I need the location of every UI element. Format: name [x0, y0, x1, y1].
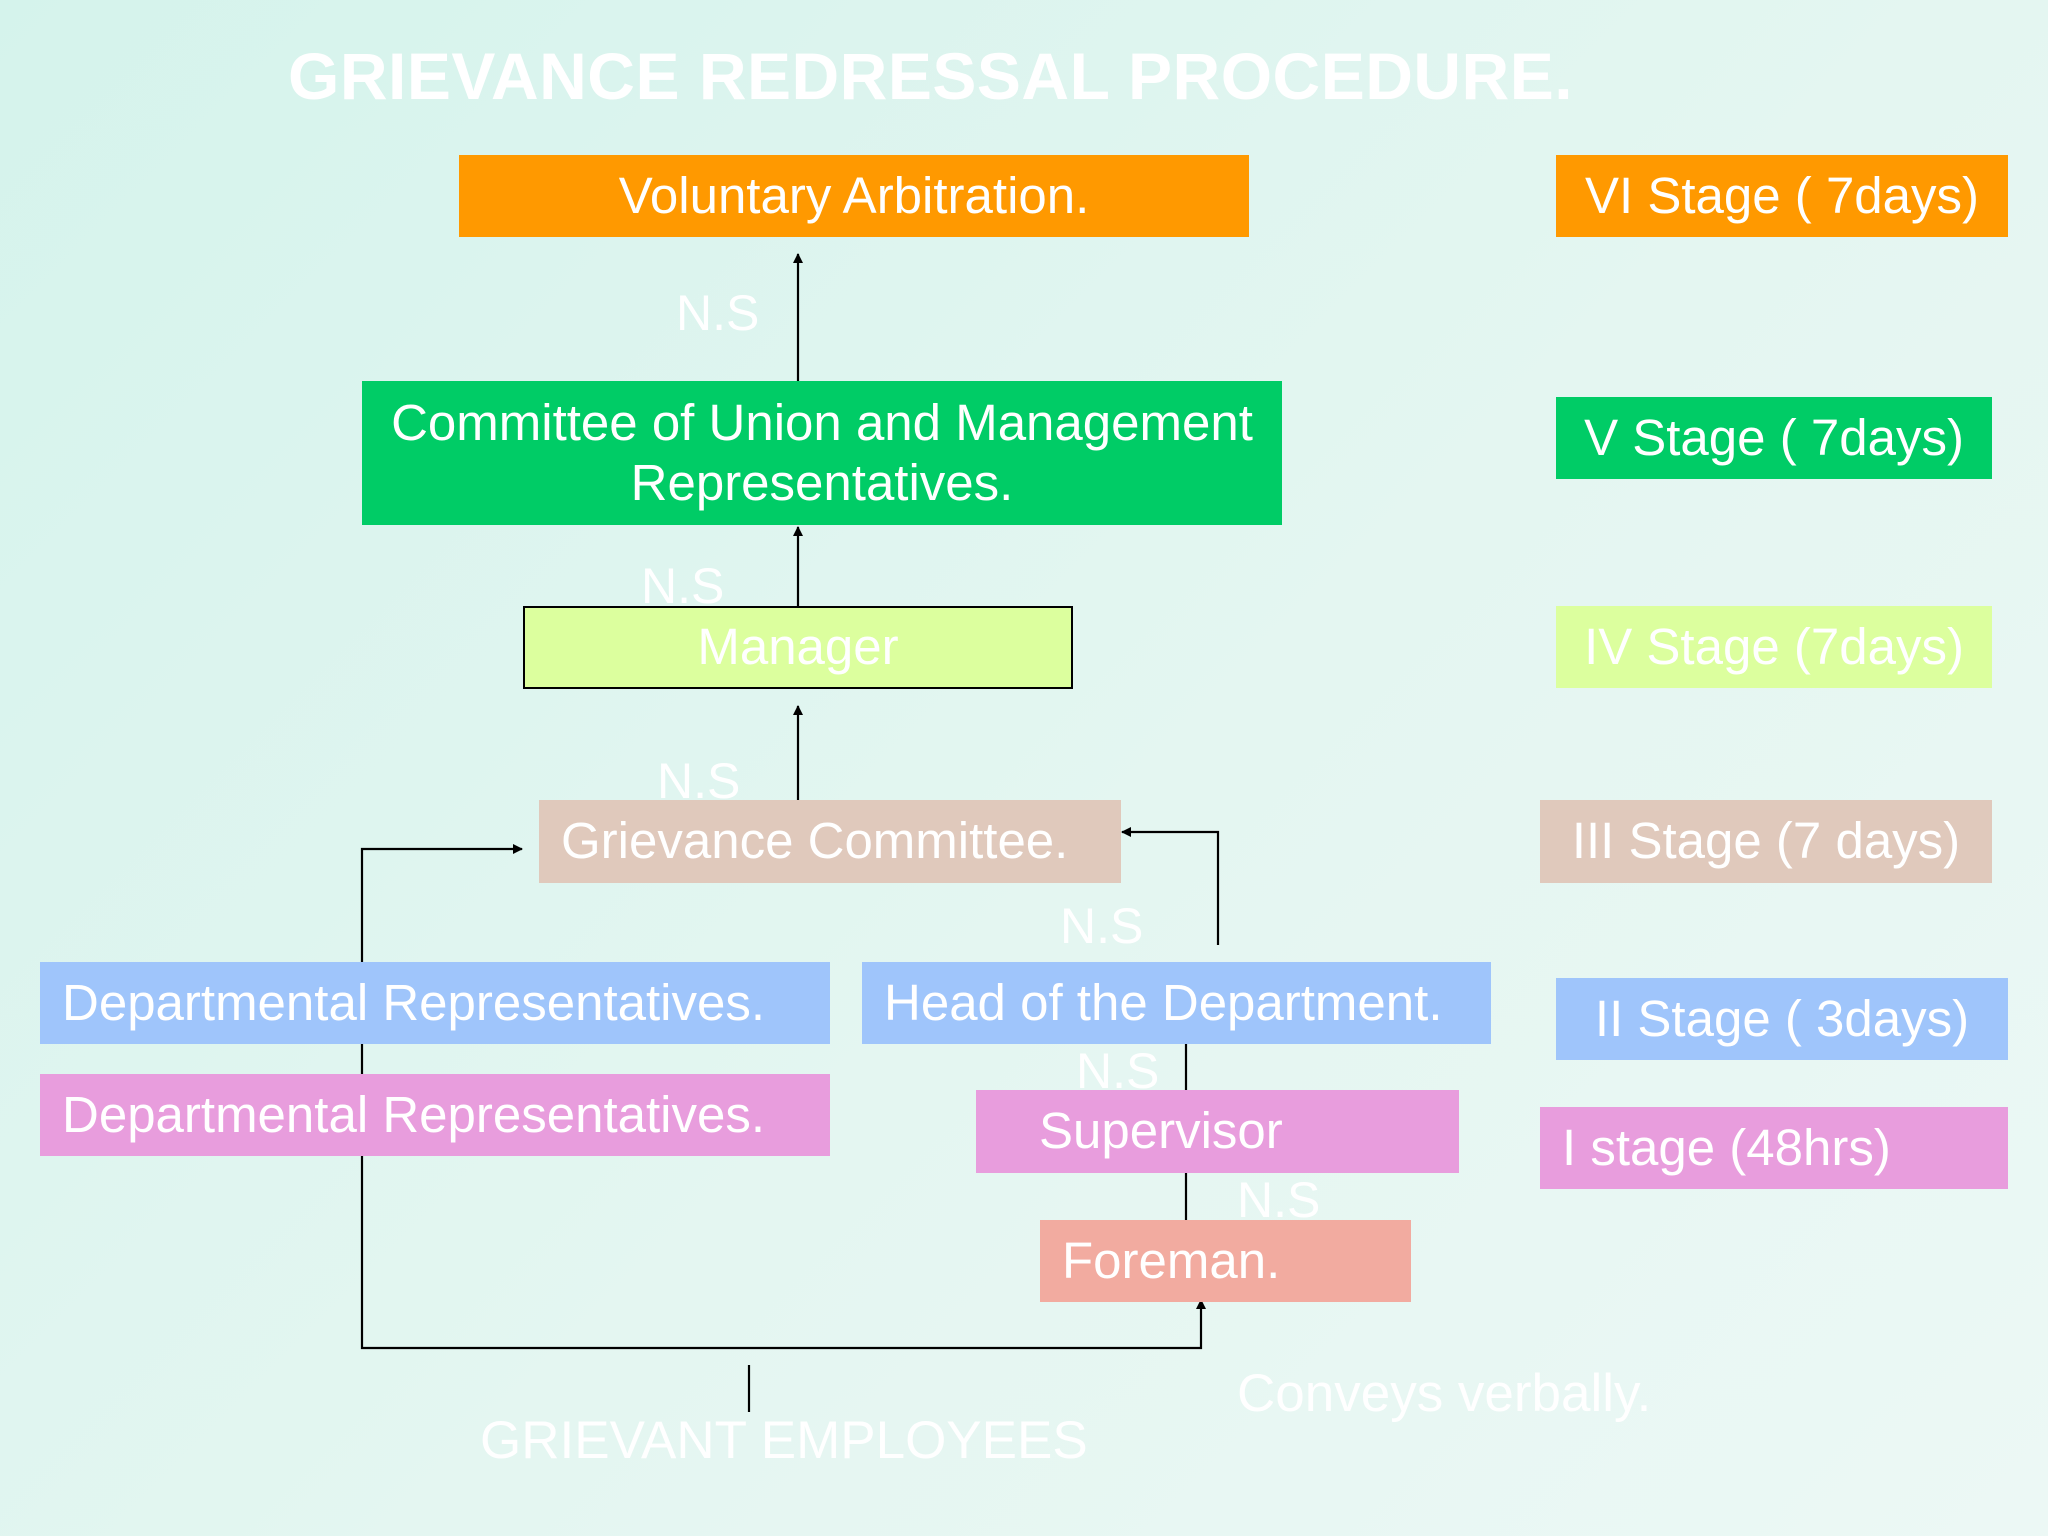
supervisor-box: Supervisor — [976, 1090, 1459, 1173]
stage-ii-label: II Stage ( 3days) — [1594, 989, 1970, 1047]
ns-label-foreman: N.S — [1237, 1172, 1321, 1228]
voluntary-arbitration-box: Voluntary Arbitration. — [459, 155, 1249, 237]
foreman-box: Foreman. — [1040, 1220, 1411, 1302]
stage-iv-label: IV Stage (7days) — [1584, 617, 1964, 675]
diagram-title: GRIEVANCE REDRESSAL PROCEDURE. — [288, 39, 1574, 113]
stage-iv-box: IV Stage (7days) — [1556, 606, 1992, 688]
grievance-committee-label: Grievance Committee. — [561, 812, 1069, 870]
supervisor-label: Supervisor — [1039, 1102, 1283, 1160]
committee-box: Committee of Union and Management Repres… — [362, 381, 1282, 525]
departmental-representatives-pink-box: Departmental Representatives. — [40, 1074, 830, 1156]
committee-label-line1: Committee of Union and Management — [391, 393, 1253, 451]
stage-iii-box: III Stage (7 days) — [1540, 800, 1992, 883]
manager-label: Manager — [697, 618, 899, 676]
head-of-department-label: Head of the Department. — [884, 973, 1443, 1031]
grievant-employees-label: GRIEVANT EMPLOYEES — [480, 1411, 1088, 1470]
ns-label-grievance: N.S — [657, 753, 741, 809]
stage-ii-box: II Stage ( 3days) — [1556, 978, 2008, 1060]
departmental-representatives-label: Departmental Representatives. — [62, 973, 766, 1031]
stage-vi-label: VI Stage ( 7days) — [1584, 166, 1980, 224]
manager-box: Manager — [523, 606, 1073, 689]
stage-iii-label: III Stage (7 days) — [1571, 812, 1961, 870]
ns-label-supervisor: N.S — [1076, 1043, 1160, 1099]
stage-v-label: V Stage ( 7days) — [1584, 408, 1964, 466]
committee-label-line2: Representatives. — [630, 454, 1014, 511]
ns-label-arbitration: N.S — [676, 285, 760, 341]
voluntary-arbitration-label: Voluntary Arbitration. — [618, 166, 1090, 224]
departmental-representatives-pink-label: Departmental Representatives. — [62, 1085, 766, 1143]
grievance-committee-box: Grievance Committee. — [539, 800, 1121, 883]
arrow-deptreps-to-grievance — [360, 844, 523, 962]
stage-i-label: I stage (48hrs) — [1562, 1118, 1891, 1176]
stage-i-box: I stage (48hrs) — [1540, 1107, 2008, 1189]
stage-v-box: V Stage ( 7days) — [1556, 397, 1992, 479]
stage-vi-box: VI Stage ( 7days) — [1556, 155, 2008, 237]
ns-label-hod: N.S — [1060, 898, 1144, 954]
foreman-label: Foreman. — [1062, 1231, 1281, 1289]
conveys-verbally-label: Conveys verbally. — [1237, 1364, 1652, 1423]
departmental-representatives-box: Departmental Representatives. — [40, 962, 830, 1044]
head-of-department-box: Head of the Department. — [862, 962, 1491, 1044]
ns-label-manager: N.S — [641, 558, 725, 614]
